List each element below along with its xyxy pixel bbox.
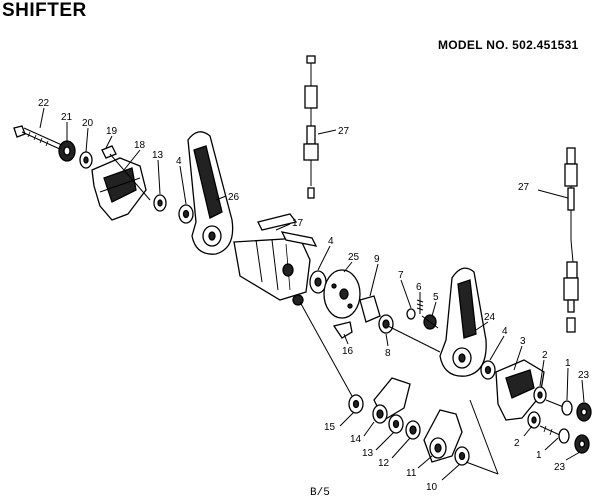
callout-1-upper: 1	[565, 358, 571, 369]
housing-17	[233, 213, 318, 306]
washer-20	[79, 151, 93, 169]
callout-9: 9	[374, 254, 380, 265]
washer-13-upper	[153, 194, 167, 212]
nut-23-upper	[576, 402, 592, 422]
callout-4-center: 4	[328, 236, 334, 247]
callout-20: 20	[82, 118, 94, 129]
spring-5	[421, 314, 439, 330]
washer-2-lower	[527, 411, 541, 429]
spring-6	[416, 298, 424, 314]
callout-4-upper: 4	[176, 156, 182, 167]
bracket-14	[372, 377, 411, 424]
washer-15	[348, 394, 364, 414]
page-code: B/5	[310, 487, 330, 499]
callout-14: 14	[350, 434, 362, 445]
nut-23-lower	[574, 434, 590, 454]
washer-4-right	[480, 360, 496, 380]
bushing-9	[359, 295, 381, 323]
callout-22: 22	[38, 98, 50, 109]
callout-2-lower: 2	[514, 438, 520, 449]
callout-labels: 22 21 20 19 18 13 4 26 27 17 4 25 9 7 6 …	[38, 98, 590, 493]
cable-27-upper	[303, 55, 319, 199]
guide-lines	[109, 153, 499, 475]
callout-13-upper: 13	[152, 150, 164, 161]
callout-6: 6	[416, 282, 422, 293]
arm-11	[423, 409, 463, 463]
bracket-18	[91, 157, 147, 221]
callout-7: 7	[398, 270, 404, 281]
callout-27-upper: 27	[338, 126, 350, 137]
washer-8	[378, 314, 394, 334]
callout-27-right: 27	[518, 182, 530, 193]
callout-25: 25	[348, 252, 360, 263]
callout-23-lower: 23	[554, 462, 566, 473]
callout-11: 11	[406, 468, 417, 479]
pin-7	[406, 308, 416, 320]
callout-3: 3	[520, 336, 526, 347]
callout-23-upper: 23	[578, 370, 590, 381]
callout-24: 24	[484, 312, 496, 323]
washer-2-upper	[533, 386, 547, 404]
bushing-12	[405, 420, 421, 440]
washer-13-lower	[388, 414, 404, 434]
callout-21: 21	[61, 112, 73, 123]
callout-18: 18	[134, 140, 146, 151]
bracket-3	[495, 359, 545, 421]
page-title: SHIFTER	[2, 0, 87, 21]
cable-27-right	[563, 147, 579, 333]
callout-2-upper: 2	[542, 350, 548, 361]
callout-10: 10	[426, 482, 438, 493]
washer-10	[454, 446, 470, 466]
leader-lines	[39, 107, 585, 481]
bolt-1-lower	[539, 425, 570, 444]
nut-21	[58, 140, 76, 162]
model-number: MODEL NO. 502.451531	[438, 38, 579, 52]
bolt-1-upper	[545, 399, 573, 416]
plate-25	[323, 269, 361, 319]
callout-4-right: 4	[502, 326, 508, 337]
lever-24	[439, 267, 487, 377]
washer-4-center	[309, 270, 327, 294]
callout-19: 19	[106, 126, 118, 137]
callout-5: 5	[433, 292, 439, 303]
bolt-22	[13, 125, 65, 151]
callout-17: 17	[292, 218, 304, 229]
lever-26-upper	[187, 131, 234, 255]
callout-15: 15	[324, 422, 336, 433]
callout-1-lower: 1	[536, 450, 542, 461]
cap-19	[101, 145, 117, 159]
callout-13-lower: 13	[362, 448, 374, 459]
washer-4-upper	[178, 204, 194, 224]
clip-16	[332, 321, 353, 339]
callout-8: 8	[385, 348, 391, 359]
callout-16: 16	[342, 346, 354, 357]
callout-12: 12	[378, 458, 390, 469]
callout-26-upper: 26	[228, 192, 240, 203]
